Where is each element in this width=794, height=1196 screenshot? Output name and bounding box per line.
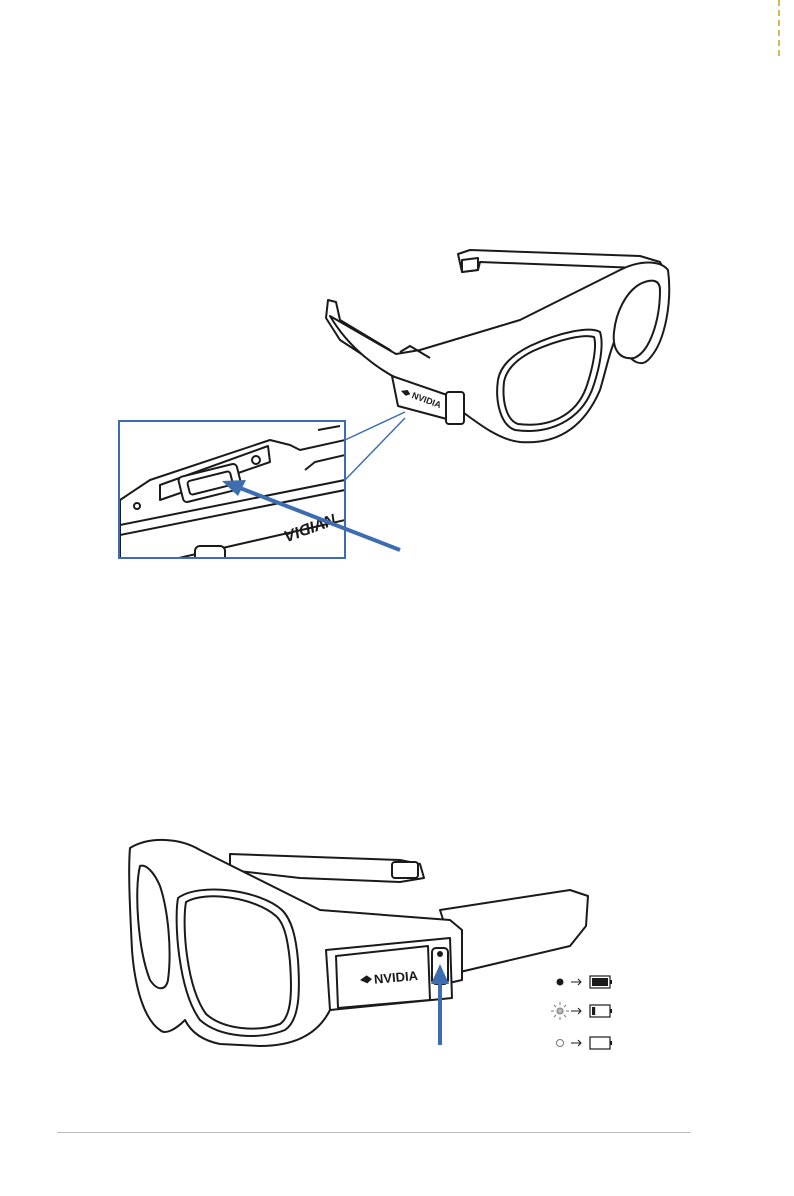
battery-full-icon [590, 976, 612, 988]
led-filled-icon [557, 979, 564, 986]
led-off-icon [557, 1040, 564, 1047]
arrow-icon [571, 979, 581, 985]
zoom-inset: NVIDIA [119, 421, 345, 570]
page-edge-dashed-line [775, 0, 783, 60]
glasses-battery-led-illustration: NVIDIA [0, 830, 794, 1060]
footer-rule [57, 1132, 691, 1133]
battery-empty-icon [590, 1037, 612, 1049]
battery-low-icon [590, 1005, 612, 1017]
arrow-icon [571, 1008, 581, 1014]
legend-row-off [557, 1037, 613, 1049]
legend-row-solid [557, 976, 613, 988]
legend-row-blinking [551, 1002, 612, 1020]
arrow-icon [571, 1040, 581, 1046]
battery-legend [551, 976, 612, 1049]
led-blinking-icon [551, 1002, 569, 1020]
glasses-usb-port-illustration: NVIDIA NVIDIA [0, 240, 794, 570]
